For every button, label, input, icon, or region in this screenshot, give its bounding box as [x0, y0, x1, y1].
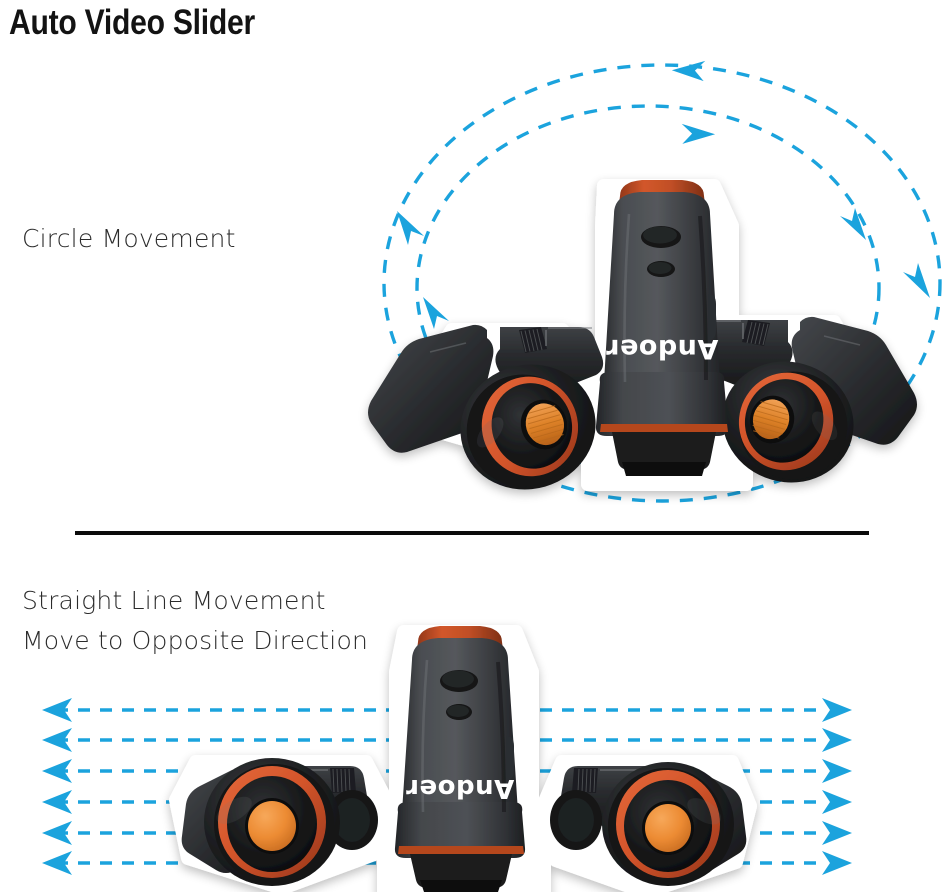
product-dolly-straight-view: Andoer [169, 625, 757, 892]
product-body: Andoer [595, 180, 729, 476]
right-wheel-arm [684, 316, 917, 445]
section-divider [75, 531, 869, 535]
straight-line-movement-caption: Straight Line Movement Move to Opposite … [22, 581, 368, 661]
left-wheel-arm [368, 324, 604, 453]
straight-motion-arrows [56, 708, 826, 865]
circle-motion-arrows [382, 60, 942, 503]
right-wheel [722, 361, 854, 483]
brand-label-2: Andoer [406, 773, 515, 803]
page-title: Auto Video Slider [9, 3, 255, 42]
inner-circle-path-icon [415, 104, 881, 472]
straight-motion-arrowheads-icon [42, 698, 852, 875]
circle-movement-caption: Circle Movement [22, 224, 236, 253]
right-wheel-arm-2 [550, 766, 747, 873]
brand-label: Andoer [606, 333, 719, 364]
outer-circle-arrowheads-icon [397, 60, 930, 298]
left-wheel-2 [204, 758, 340, 886]
outer-circle-path-icon [382, 63, 942, 503]
inner-circle-arrowheads-icon [423, 123, 866, 329]
left-wheel [460, 364, 596, 490]
left-wheel-arm-2 [181, 766, 378, 873]
right-wheel-2 [602, 762, 734, 886]
product-body-2: Andoer [394, 626, 526, 892]
caption-line-2: Move to Opposite Direction [22, 626, 368, 655]
caption-line-1: Straight Line Movement [22, 586, 326, 615]
product-dolly-circle-view: Andoer [368, 179, 917, 491]
